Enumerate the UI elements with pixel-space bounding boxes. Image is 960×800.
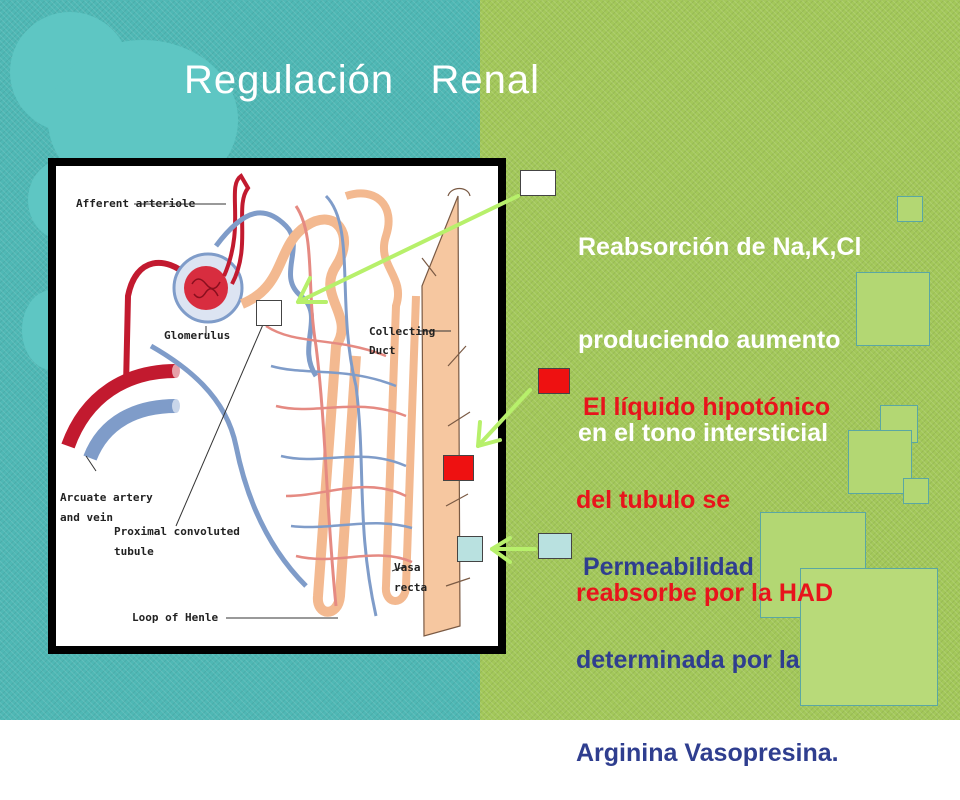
bullet-text-reabsorption: Reabsorción de Na,K,Cl produciendo aumen… xyxy=(578,170,861,480)
bullet-marker-white xyxy=(520,170,556,196)
marker-had xyxy=(443,455,474,481)
label-tubule: tubule xyxy=(114,545,154,558)
label-vasa: Vasa xyxy=(394,561,421,574)
label-arcuate-artery: Arcuate artery xyxy=(60,491,153,504)
bullet-line: Permeabilidad xyxy=(576,553,754,581)
marker-vasopressin xyxy=(457,536,483,562)
bullet-marker-red xyxy=(538,368,570,394)
bullet-text-hypotonic: El líquido hipotónico del tubulo se reab… xyxy=(576,330,833,640)
bullet-marker-lightblue xyxy=(538,533,572,559)
label-glomerulus: Glomerulus xyxy=(164,329,231,342)
bullet-line: produciendo aumento xyxy=(578,326,841,354)
decor-square xyxy=(903,478,929,504)
label-duct: Duct xyxy=(369,344,396,357)
decor-square xyxy=(848,430,912,494)
decor-square xyxy=(897,196,923,222)
bullet-line: del tubulo se xyxy=(576,486,731,514)
label-loop-of-henle: Loop of Henle xyxy=(132,611,219,624)
bullet-text-permeability: Permeabilidad determinada por la Arginin… xyxy=(576,490,839,800)
bullet-line: reabsorbe por la HAD xyxy=(576,579,834,607)
nephron-illustration xyxy=(61,173,471,637)
label-afferent-arteriole: Afferent arteriole xyxy=(76,197,196,210)
marker-proximal xyxy=(256,300,282,326)
decor-square xyxy=(856,272,930,346)
label-recta: recta xyxy=(394,581,428,594)
bullet-line: determinada por la xyxy=(576,646,800,674)
bullet-line: El líquido hipotónico xyxy=(576,393,831,421)
label-and-vein: and vein xyxy=(60,511,113,524)
decor-square xyxy=(800,568,938,706)
bullet-line: en el tono intersticial xyxy=(578,419,829,447)
nephron-diagram: Afferent arteriole Glomerulus Collecting… xyxy=(48,158,506,654)
label-collecting: Collecting xyxy=(369,325,436,338)
bullet-line: Reabsorción de Na,K,Cl xyxy=(578,233,862,261)
slide-title: Regulación Renal xyxy=(184,58,540,102)
bullet-line: Arginina Vasopresina. xyxy=(576,739,839,767)
label-proximal-convoluted: Proximal convoluted xyxy=(114,525,240,538)
